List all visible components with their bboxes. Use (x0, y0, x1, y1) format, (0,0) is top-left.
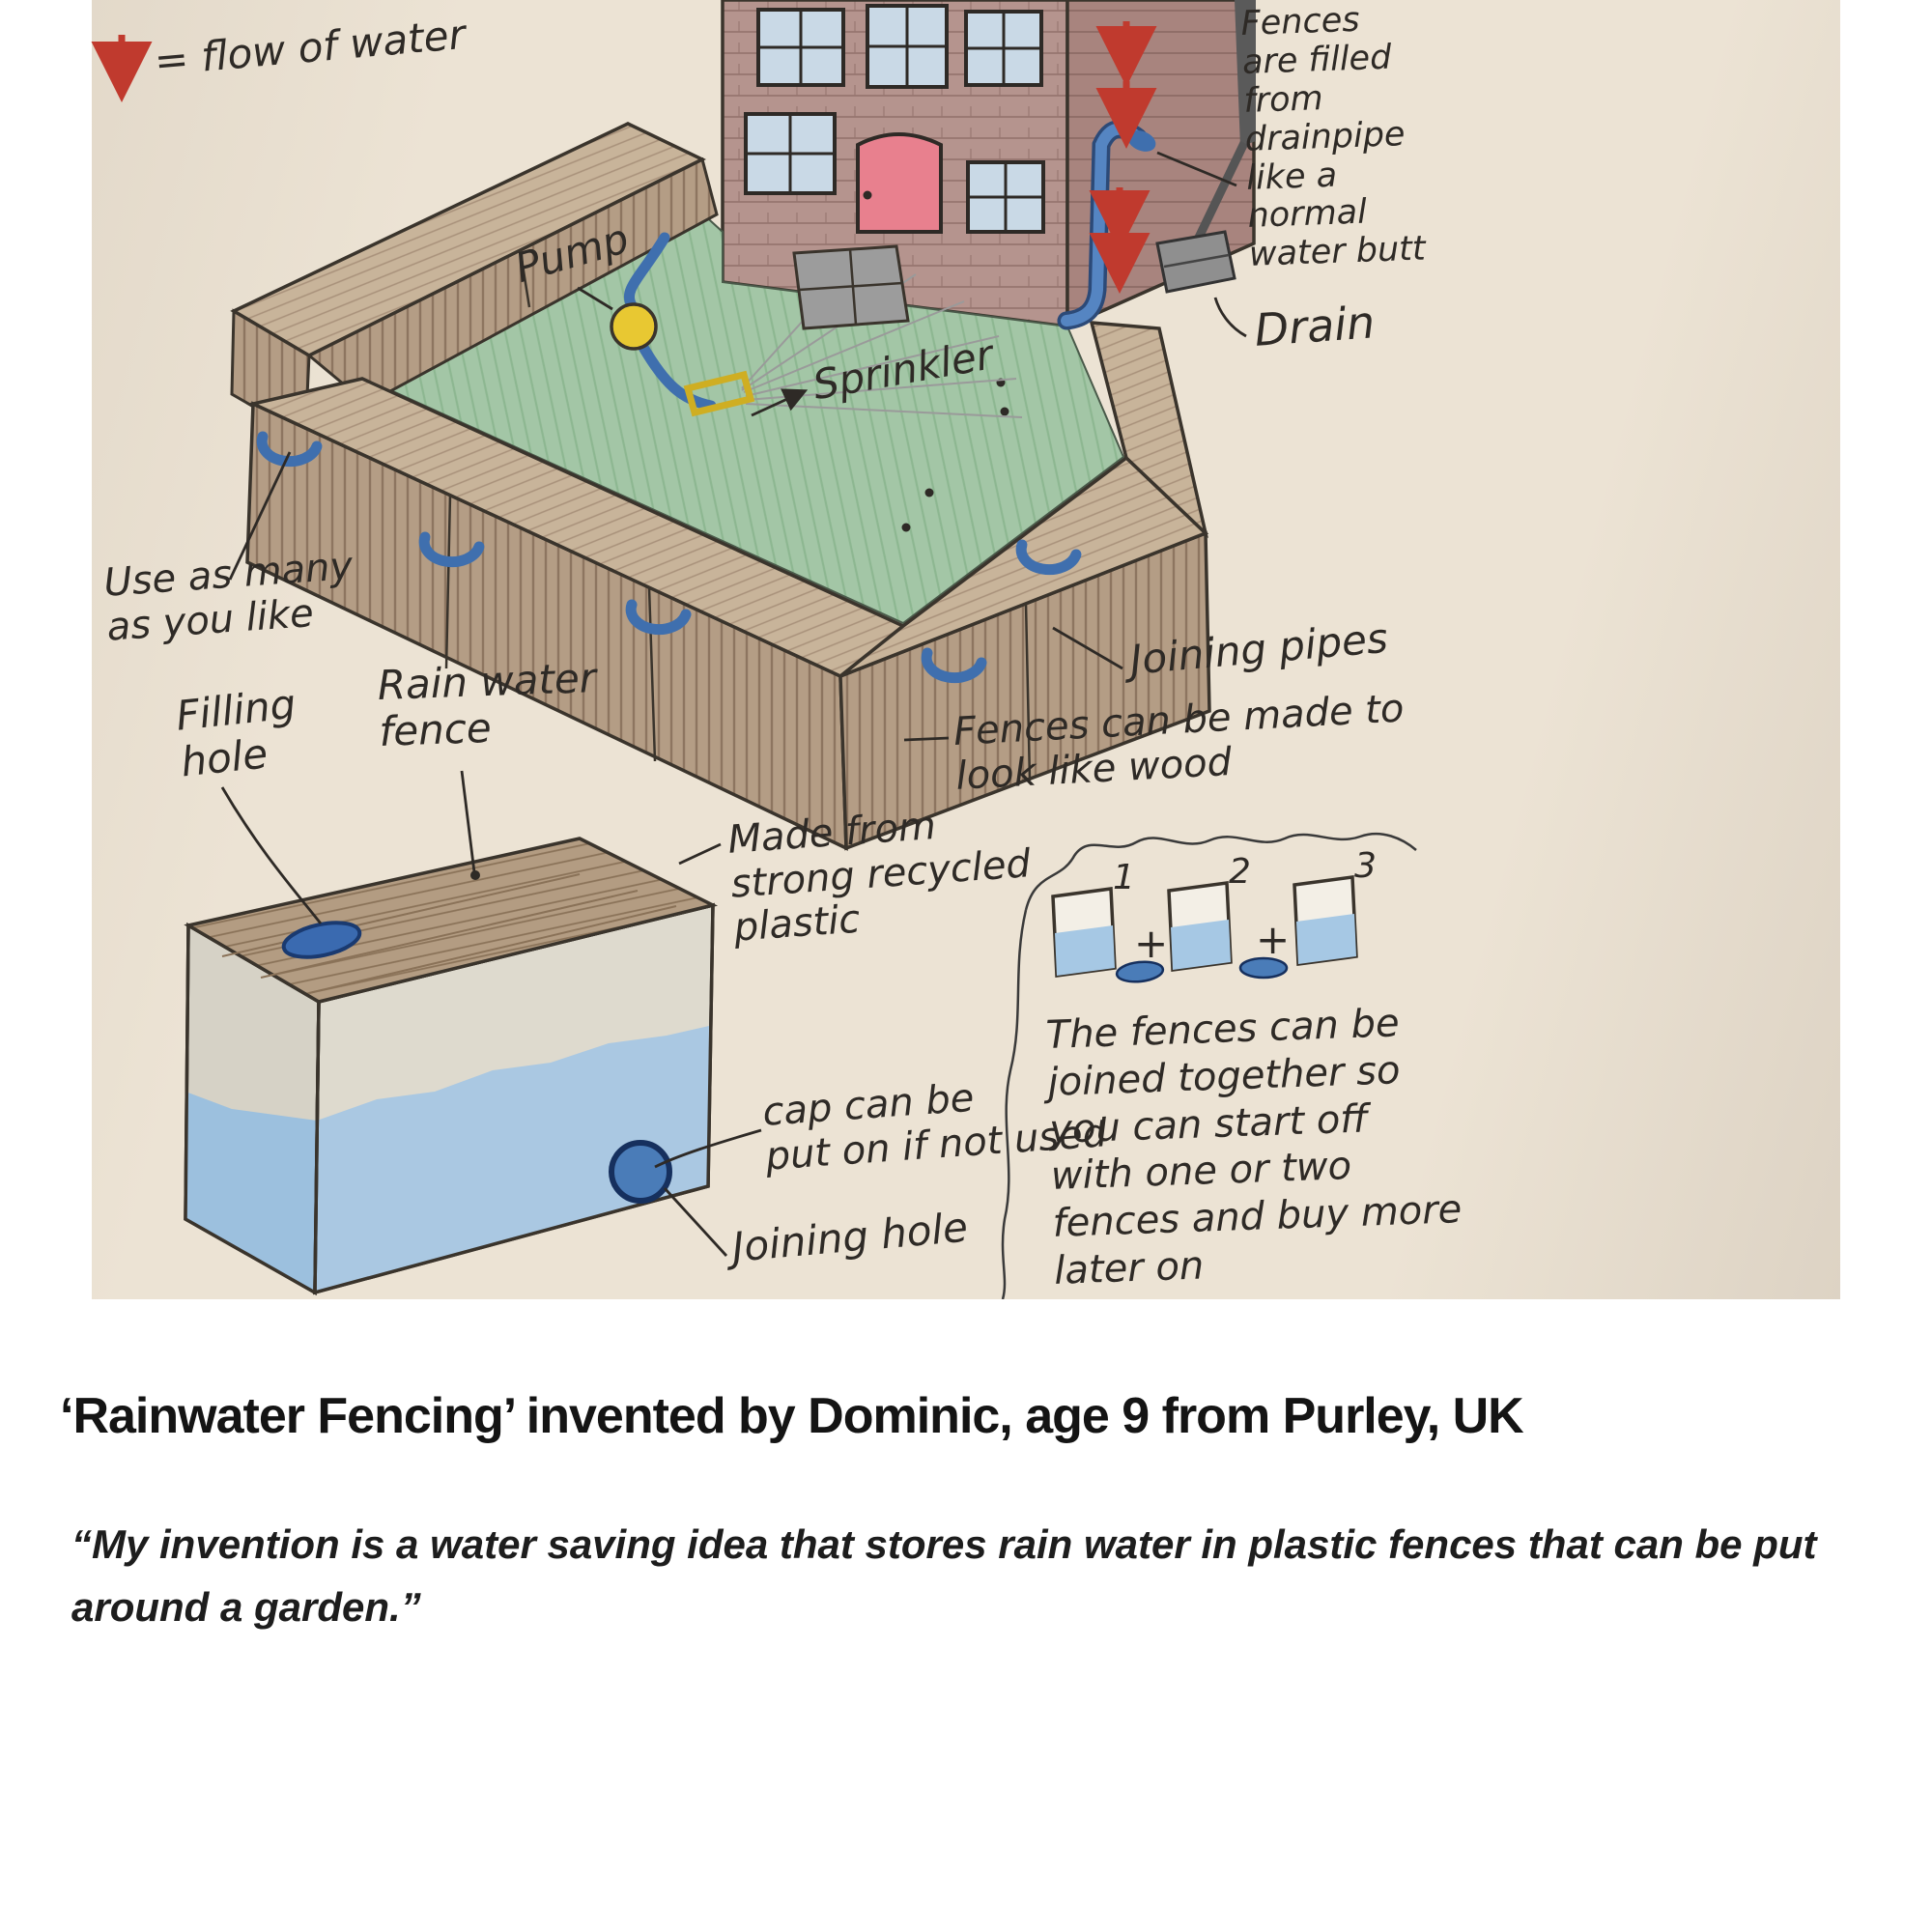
label-rain-water-fence: Rain water fence (376, 654, 597, 755)
joining-hole-icon (609, 1140, 672, 1204)
label-use-as-many: Use as many as you like (101, 544, 355, 650)
pump-sprinkler (610, 232, 1023, 418)
mini-plus-1: + (1134, 920, 1169, 967)
mini-panel-number-1: 1 (1113, 858, 1135, 897)
window-icon (744, 4, 1045, 234)
flow-arrows (91, 21, 1157, 294)
label-fences-filled: Fences are filled from drainpipe like a … (1239, 0, 1427, 275)
pump-icon (610, 302, 658, 351)
mini-join-diagram (1001, 832, 1417, 1299)
mini-panel-number-2: 2 (1229, 852, 1251, 892)
pointer-lines (220, 151, 1247, 1257)
label-drain: Drain (1252, 296, 1377, 356)
caption-quote: “My invention is a water saving idea tha… (71, 1521, 1817, 1631)
stored-water (315, 1026, 709, 1293)
label-joined-together: The fences can be joined together so you… (1045, 1001, 1463, 1293)
filling-hole-icon (281, 921, 362, 959)
label-made-from: Made from strong recycled plastic (725, 803, 1033, 951)
door-icon (856, 132, 943, 234)
mini-plus-2: + (1256, 916, 1291, 963)
closeup-fence-panel (184, 837, 719, 1295)
invention-drawing (91, 0, 1417, 1299)
mini-panel-number-3: 3 (1354, 846, 1377, 886)
sprinkler-icon (683, 370, 755, 417)
fence-enclosure (230, 122, 1211, 851)
joining-pipes-icons (256, 431, 1082, 684)
label-filling-hole: Filling hole (173, 680, 298, 786)
caption-block: ‘Rainwater Fencing’ invented by Dominic,… (60, 1387, 1876, 1445)
caption-title: ‘Rainwater Fencing’ invented by Dominic,… (60, 1388, 1524, 1444)
